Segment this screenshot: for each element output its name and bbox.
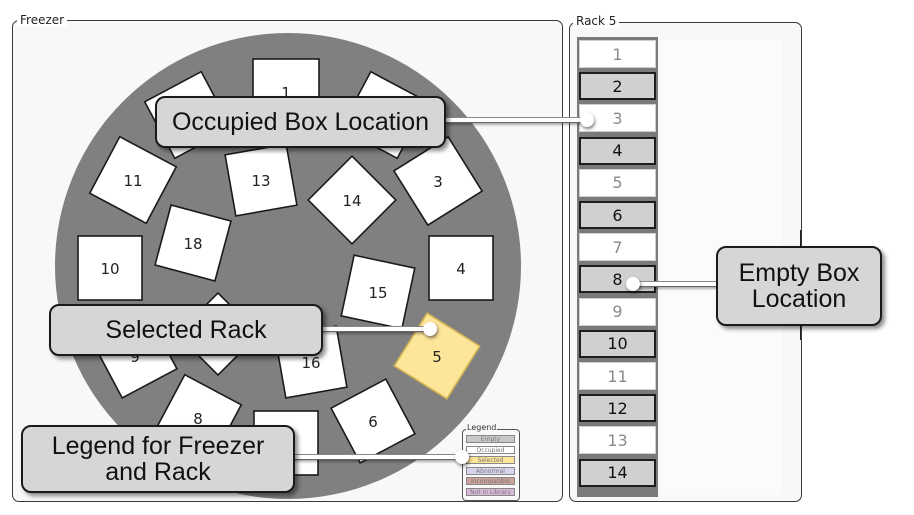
rack-box-label: 3 xyxy=(433,173,443,191)
legend-item-not-in-library: Not in Library xyxy=(466,487,515,496)
legend-item-incompatible: Incompatible xyxy=(466,477,515,485)
freezer-rack-3[interactable]: 3 xyxy=(392,135,484,227)
legend-callout-dot xyxy=(455,450,469,464)
rack-box-label: 15 xyxy=(368,284,387,302)
rack-box[interactable] xyxy=(392,135,484,227)
legend-item-abnormal: Abnormal xyxy=(466,466,515,475)
rack-slot-10[interactable]: 10 xyxy=(579,329,656,358)
selected-callout-dot xyxy=(423,322,437,336)
empty-box-callout-line2: Location xyxy=(751,285,847,313)
empty-box-callout-line1: Empty Box xyxy=(738,258,860,287)
rack-box-label: 8 xyxy=(193,410,203,428)
occupied-callout-leader xyxy=(440,117,590,123)
rack-slot-13[interactable]: 13 xyxy=(579,426,656,455)
freezer-rack-6[interactable]: 6 xyxy=(329,377,417,465)
freezer-rack-4[interactable]: 4 xyxy=(428,235,494,301)
rack-box-label: 11 xyxy=(123,172,142,190)
freezer-rack-5[interactable]: 5 xyxy=(393,312,481,400)
legend-callout-line2: and Rack xyxy=(105,458,211,486)
occupied-box-callout: Occupied Box Location xyxy=(155,96,446,148)
legend-item-empty: Empty xyxy=(466,435,515,443)
rack-box-label: 6 xyxy=(368,413,378,431)
rack-box[interactable] xyxy=(88,135,178,225)
rack-panel-title: Rack 5 xyxy=(573,14,620,28)
freezer-rack-18[interactable]: 18 xyxy=(154,204,232,282)
rack-box[interactable] xyxy=(340,254,416,330)
rack-box[interactable] xyxy=(154,204,232,282)
rack-box[interactable] xyxy=(307,155,397,245)
empty-callout-leader xyxy=(633,281,721,287)
rack-slot-5[interactable]: 5 xyxy=(579,168,656,197)
legend-callout-leader xyxy=(290,454,465,460)
rack-box[interactable] xyxy=(224,143,298,217)
rack-box-label: 5 xyxy=(432,348,442,366)
selected-rack-callout: Selected Rack xyxy=(49,304,323,356)
rack-slot-14[interactable]: 14 xyxy=(579,458,656,487)
selected-callout-leader xyxy=(318,326,430,332)
rack-box[interactable] xyxy=(77,235,143,301)
rack-box-label: 14 xyxy=(342,192,361,210)
rack-box[interactable] xyxy=(393,312,481,400)
rack-slot-2[interactable]: 2 xyxy=(579,72,656,101)
freezer-panel-title: Freezer xyxy=(17,13,68,27)
rack-slot-8[interactable]: 8 xyxy=(579,265,656,294)
rack-slot-6[interactable]: 6 xyxy=(579,201,656,229)
freezer-rack-14[interactable]: 14 xyxy=(307,155,397,245)
rack-slot-12[interactable]: 12 xyxy=(579,394,656,423)
rack-box-label: 13 xyxy=(251,172,270,190)
legend-callout: Legend for Freezer and Rack xyxy=(21,425,295,493)
rack-box-label: 10 xyxy=(100,260,119,278)
freezer-rack-15[interactable]: 15 xyxy=(340,254,416,330)
rack-box[interactable] xyxy=(329,377,417,465)
freezer-rack-11[interactable]: 11 xyxy=(88,135,178,225)
rack-slot-4[interactable]: 4 xyxy=(579,136,656,165)
legend-item-occupied: Occupied xyxy=(466,445,515,454)
rack-box-label: 4 xyxy=(456,260,466,278)
rack-box-label: 18 xyxy=(183,235,202,253)
rack-box-label: 1 xyxy=(281,84,291,102)
legend-title: Legend xyxy=(466,423,498,432)
rack-box-label: 9 xyxy=(130,348,140,366)
occupied-callout-dot xyxy=(580,113,594,127)
selected-rack-callout-text: Selected Rack xyxy=(105,315,267,344)
freezer-rack-13[interactable]: 13 xyxy=(224,143,298,217)
empty-callout-vline-bottom xyxy=(800,322,801,340)
rack-slot-1[interactable]: 1 xyxy=(579,40,656,68)
rack-slot-11[interactable]: 11 xyxy=(579,362,656,390)
rack-box-label: 16 xyxy=(301,354,320,372)
empty-callout-dot xyxy=(626,277,640,291)
legend-item-selected: Selected xyxy=(466,456,515,464)
rack-box[interactable] xyxy=(428,235,494,301)
occupied-box-callout-text: Occupied Box Location xyxy=(171,107,430,136)
legend-callout-line1: Legend for Freezer xyxy=(51,431,265,460)
freezer-rack-10[interactable]: 10 xyxy=(77,235,143,301)
empty-callout-vline-top xyxy=(800,230,801,250)
rack-slot-9[interactable]: 9 xyxy=(579,297,656,326)
rack-slot-7[interactable]: 7 xyxy=(579,233,656,262)
empty-box-callout: Empty Box Location xyxy=(716,246,882,326)
